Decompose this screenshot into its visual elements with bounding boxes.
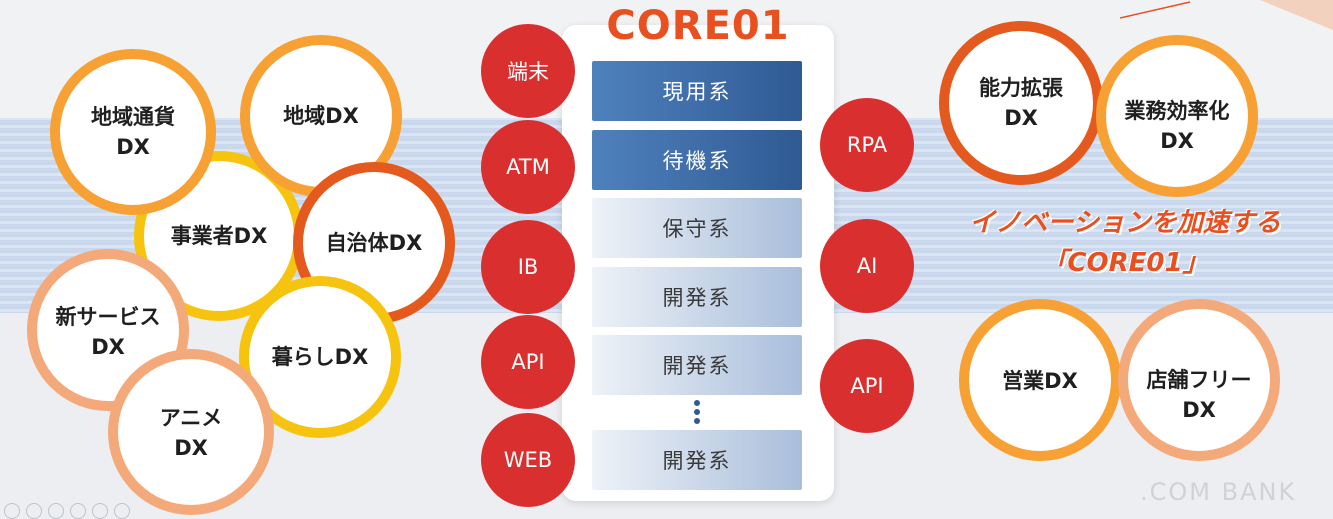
system-box-6: 開発系	[592, 430, 802, 490]
dx-circle-jigyosha: 事業者DX	[170, 224, 268, 248]
channel-circle-left-1: 端末	[481, 24, 575, 118]
dx-circle-gyomu: 業務効率化 DX	[1124, 99, 1230, 153]
system-box-1: 現用系	[592, 61, 802, 121]
core-title: CORE01	[606, 3, 790, 49]
channel-circle-left-5: WEB	[481, 413, 575, 507]
dx-circle-chiiki-tsuka: 地域通貨 DX	[63, 92, 203, 172]
system-box-3: 保守系	[592, 198, 802, 258]
dx-circle-shin-service: 新サービス DX	[55, 305, 161, 359]
next-slide-icon[interactable]	[26, 503, 42, 519]
zoom-icon[interactable]	[92, 503, 108, 519]
dx-circle-tenpo: 店舗フリー DX	[1146, 368, 1252, 422]
system-box-2: 待機系	[592, 130, 802, 190]
dx-circle-jichitai: 自治体DX	[325, 231, 423, 255]
more-systems-ellipsis	[692, 400, 702, 424]
system-box-4: 開発系	[592, 267, 802, 327]
channel-circle-left-4: API	[481, 315, 575, 409]
slides-grid-icon[interactable]	[70, 503, 86, 519]
channel-circle-right-2: AI	[820, 219, 914, 313]
channel-circle-right-1: RPA	[820, 98, 914, 192]
dx-circle-noryoku: 能力拡張 DX	[979, 76, 1063, 130]
system-box-5: 開発系	[592, 335, 802, 395]
channel-circle-right-3: API	[820, 339, 914, 433]
channel-circle-left-2: ATM	[481, 120, 575, 214]
dx-circle-kurashi: 暮らしDX	[271, 345, 369, 369]
dx-circle-eigyo: 営業DX	[1002, 369, 1078, 393]
tagline-line1: イノベーションを加速する	[969, 208, 1281, 238]
dx-circle-anime: アニメ DX	[159, 406, 223, 460]
pen-icon[interactable]	[48, 503, 64, 519]
tagline-line2: 「CORE01」	[1041, 248, 1209, 278]
presentation-toolbar[interactable]	[4, 503, 130, 519]
left-ring-cluster	[27, 35, 455, 515]
tagline: イノベーションを加速する 「CORE01」	[925, 203, 1325, 283]
prev-slide-icon[interactable]	[4, 503, 20, 519]
dx-circle-chiiki: 地域DX	[283, 104, 359, 128]
more-options-icon[interactable]	[114, 503, 130, 519]
brand-watermark: .COM BANK	[1140, 478, 1297, 506]
channel-circle-left-3: IB	[481, 220, 575, 314]
top-right-accent-line	[1120, 1, 1191, 19]
